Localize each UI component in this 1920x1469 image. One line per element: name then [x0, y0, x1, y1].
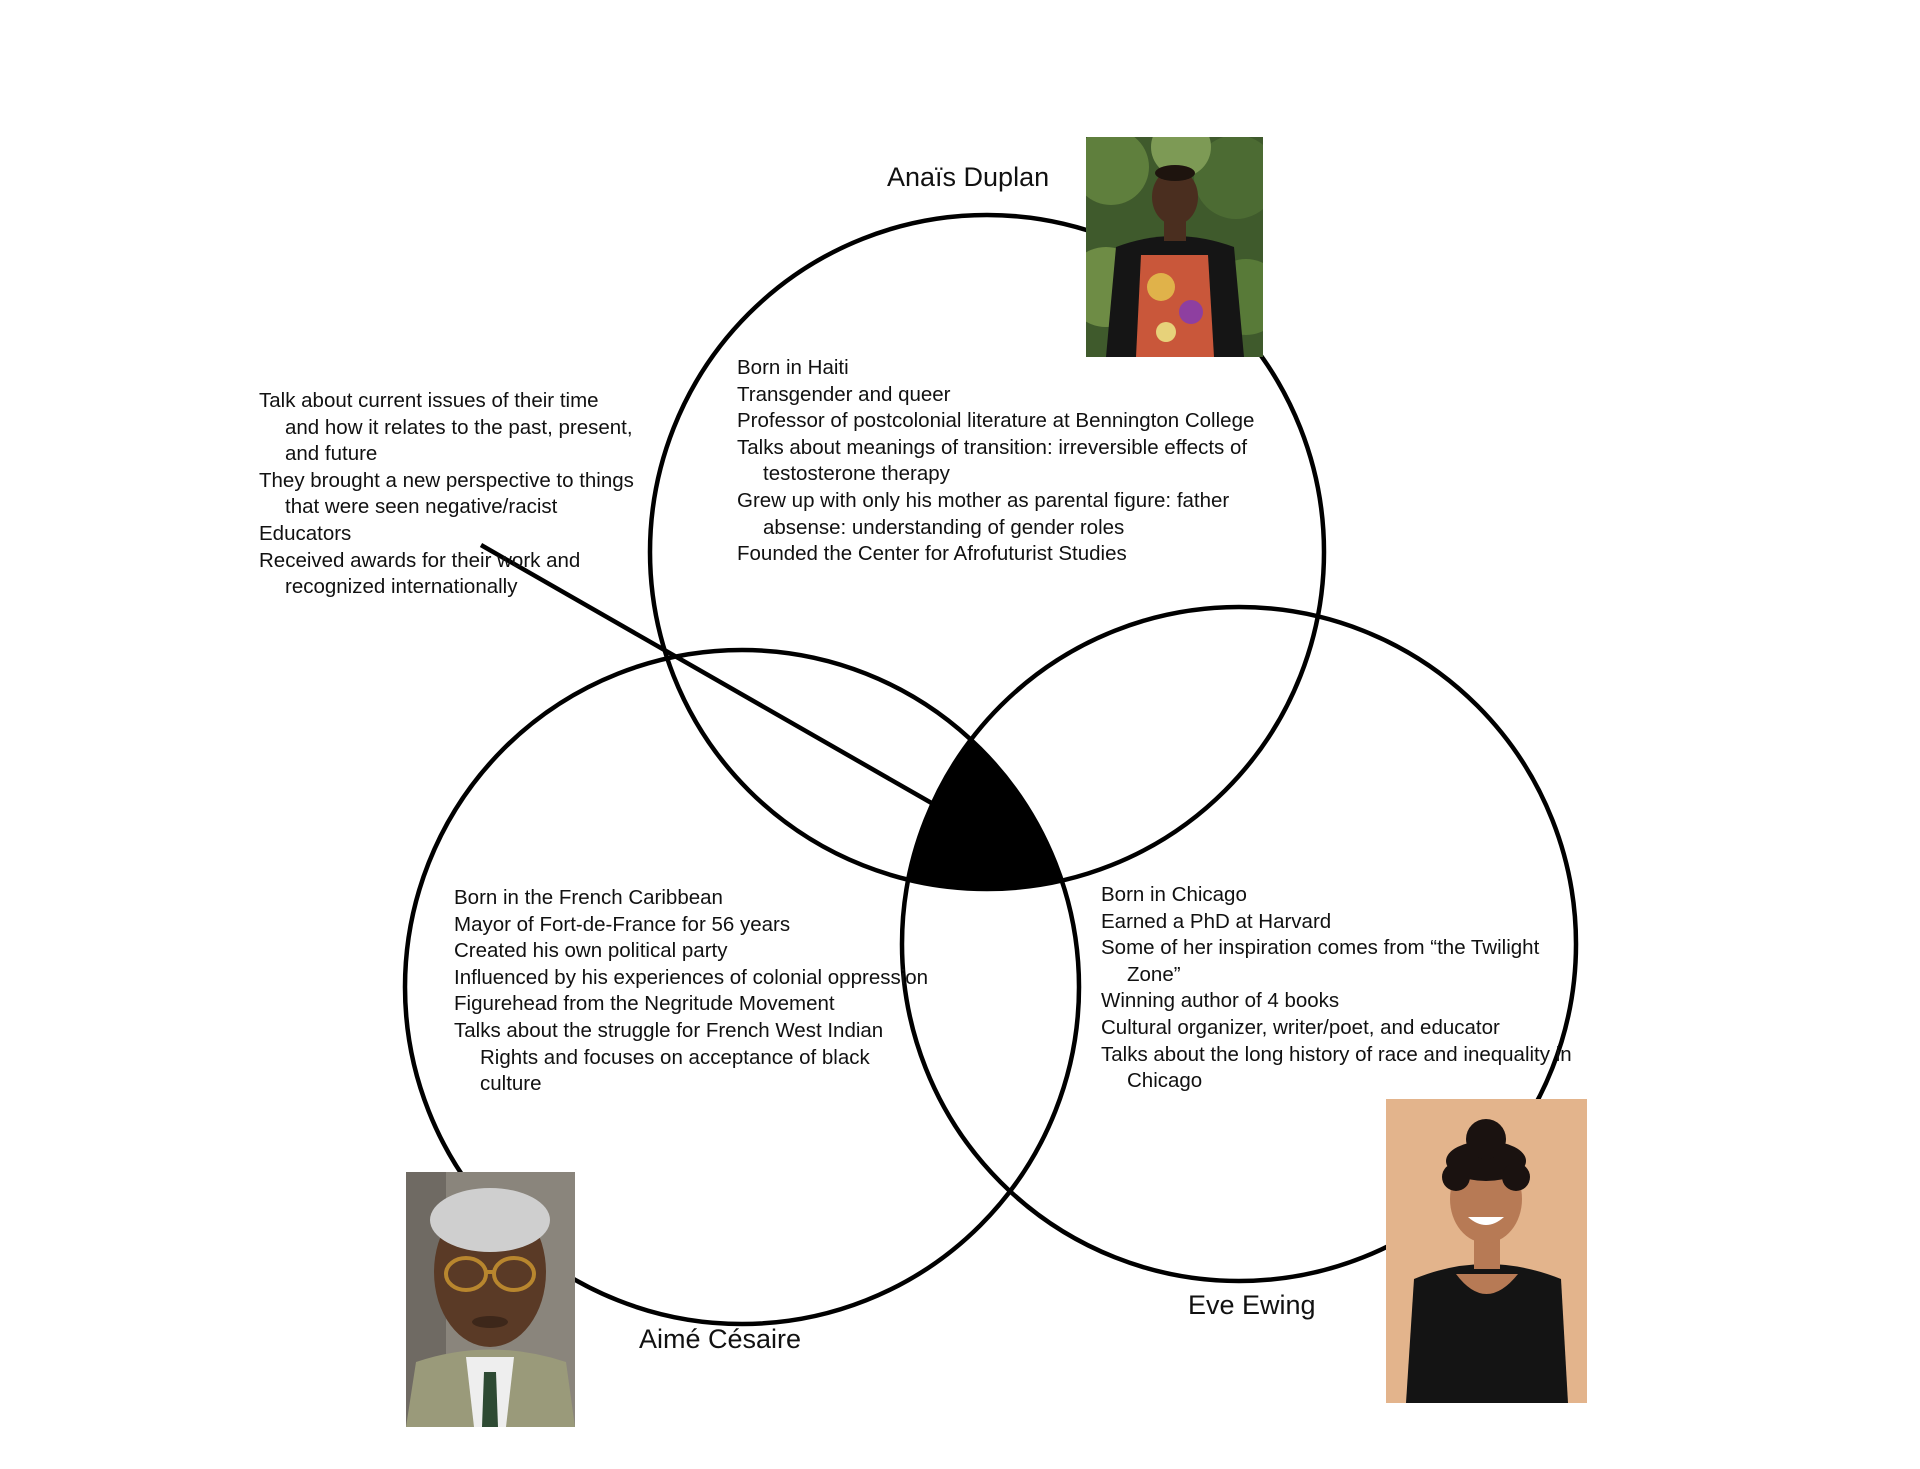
duplan-fact-item: Talks about meanings of transition: irre…	[737, 435, 1248, 486]
duplan-fact-item: Born in Haiti	[737, 356, 849, 379]
shared-traits-pointer	[479, 543, 937, 807]
ewing-fact-item: Born in Chicago	[1101, 883, 1247, 906]
ewing-facts-list: Born in Chicago Earned a PhD at Harvard …	[1101, 882, 1581, 1095]
ewing-fact-item: Some of her inspiration comes from “the …	[1101, 936, 1540, 986]
shared-traits-list: Talk about current issues of their time …	[259, 388, 634, 601]
shared-trait-item: Educators	[259, 521, 352, 545]
cesaire-fact-item: Influenced by his experiences of colonia…	[454, 965, 929, 989]
ewing-fact-item: Winning author of 4 books	[1101, 989, 1340, 1013]
name-top: Anaïs Duplan	[887, 162, 1050, 192]
cesaire-portrait-photo	[406, 1172, 575, 1427]
duplan-fact-item: Professor of postcolonial literature at …	[737, 409, 1255, 433]
shared-trait-item: Talk about current issues of their time …	[259, 389, 633, 466]
duplan-portrait-photo	[1086, 137, 1263, 357]
ewing-fact-item: Cultural organizer, writer/poet, and edu…	[1101, 1015, 1500, 1039]
duplan-fact-item: Grew up with only his mother as parental…	[737, 488, 1230, 539]
shared-trait-item: They brought a new perspective to things…	[259, 468, 634, 519]
name-right: Eve Ewing	[1188, 1290, 1316, 1320]
cesaire-circle	[402, 647, 1082, 1327]
ewing-fact-item: Talks about the long history of race and…	[1101, 1042, 1572, 1093]
duplan-fact-item: Transgender and queer	[737, 382, 951, 406]
cesaire-fact-item: Created his own political party	[454, 939, 728, 963]
cesaire-fact-item: Born in the French Caribbean	[454, 886, 723, 909]
ewing-circle	[899, 604, 1579, 1284]
cesaire-fact-item: Figurehead from the Negritude Movement	[454, 992, 835, 1016]
cesaire-fact-item: Talks about the struggle for French West…	[454, 1018, 884, 1096]
name-left: Aimé Césaire	[639, 1324, 802, 1354]
duplan-fact-item: Founded the Center for Afrofuturist Stud…	[737, 542, 1127, 566]
ewing-fact-item: Earned a PhD at Harvard	[1101, 909, 1332, 933]
shared-trait-item: Received awards for their work and recog…	[259, 548, 581, 599]
ewing-portrait-photo	[1386, 1099, 1587, 1403]
shared-center-region	[908, 739, 1062, 889]
duplan-facts-list: Born in Haiti Transgender and queer Prof…	[737, 355, 1267, 568]
cesaire-facts-list: Born in the French Caribbean Mayor of Fo…	[454, 885, 929, 1098]
duplan-circle	[647, 212, 1327, 892]
cesaire-fact-item: Mayor of Fort-de-France for 56 years	[454, 912, 791, 936]
